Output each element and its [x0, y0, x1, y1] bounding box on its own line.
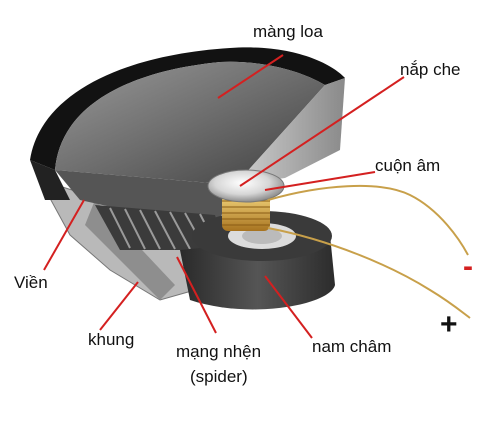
positive-terminal-sign: + [440, 308, 458, 341]
leader-cone [217, 54, 284, 99]
label-cone: màng loa [253, 22, 323, 41]
leader-lines [43, 54, 405, 339]
leader-surround [43, 199, 85, 271]
coil-wires [267, 184, 471, 319]
leader-voice-coil [264, 171, 376, 191]
label-voice-coil: cuộn âm [375, 156, 441, 175]
label-dust-cap: nắp che [400, 60, 461, 79]
label-spider-en: (spider) [190, 367, 248, 386]
dust-cap-shape [207, 169, 285, 203]
label-spider: mạng nhện [176, 342, 262, 361]
label-frame: khung [88, 330, 135, 349]
label-magnet: nam châm [312, 337, 392, 356]
surround-shape [30, 47, 345, 200]
leader-spider [176, 256, 217, 334]
leader-magnet [264, 275, 313, 339]
label-surround: Viền [14, 273, 48, 292]
negative-terminal-sign: - [463, 250, 473, 283]
leader-frame [99, 281, 139, 331]
leader-dust-cap [239, 76, 405, 187]
